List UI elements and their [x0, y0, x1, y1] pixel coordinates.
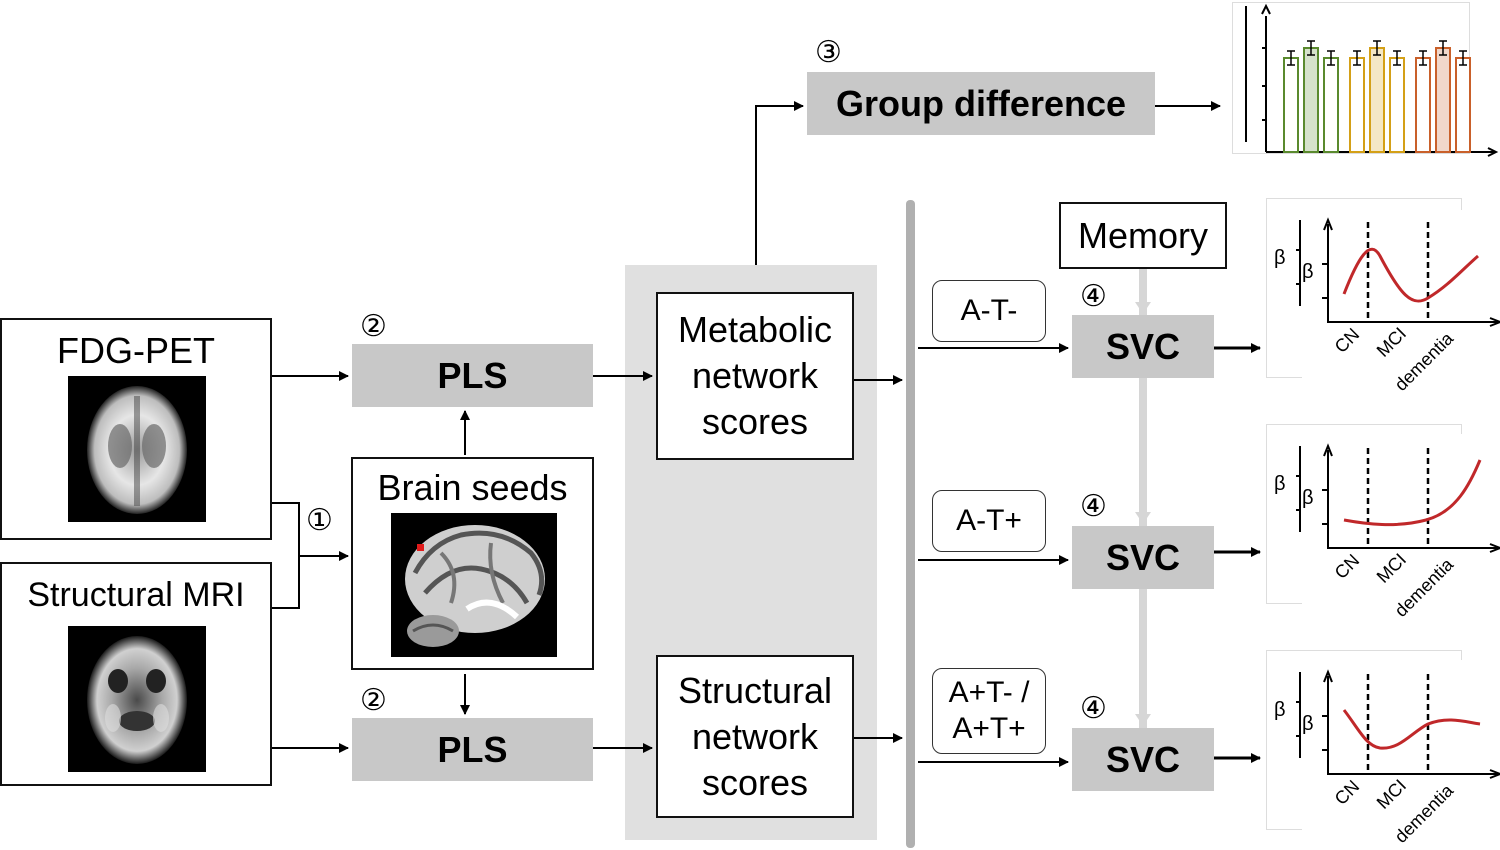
pet-brain-image: [68, 376, 206, 522]
front-axes: [1327, 450, 1498, 549]
seed-marker: [417, 544, 424, 551]
pls-top-box: PLS: [352, 344, 593, 407]
pls-top-label: PLS: [437, 354, 508, 396]
error-bar-icon-mark: [1307, 40, 1315, 56]
mci-tick-label: MCI: [1373, 775, 1410, 812]
bar-icon-mark: [1415, 57, 1431, 153]
beta-label: β: [1302, 487, 1314, 509]
step-2-top: ②: [360, 309, 387, 344]
pls-bottom-box: PLS: [352, 718, 593, 781]
step-4-c: ④: [1080, 691, 1107, 726]
cn-tick-label: CN: [1331, 776, 1364, 809]
structural-line-2: network: [691, 715, 819, 757]
divider-bar: [906, 200, 915, 848]
structural-line-1: Structural: [677, 669, 833, 711]
metabolic-network-scores-box: Metabolic network scores: [656, 292, 854, 460]
memory-connector: [1139, 268, 1147, 728]
group-label-a-t-plus: A-T+: [932, 490, 1046, 552]
structural-line-3: scores: [701, 761, 809, 803]
curve-plot-3-card: [1302, 660, 1500, 850]
bar-icon-mark: [1303, 47, 1319, 153]
front-axes: [1327, 224, 1498, 323]
group-a-plus-line-2: A+T+: [952, 712, 1026, 745]
structural-mri-label: Structural MRI: [27, 575, 245, 614]
error-bar-icon-mark: [1373, 40, 1381, 56]
error-bar-icon-mark: [1393, 50, 1401, 66]
bar-icon-mark: [1389, 57, 1405, 153]
curve-plot-1-card: [1302, 210, 1500, 400]
group-a-t-minus-text: A-T-: [960, 294, 1018, 327]
group-difference-bar-chart: [1245, 3, 1499, 157]
step-2-bottom: ②: [360, 683, 387, 718]
trajectory-curve: [1343, 459, 1482, 527]
svc-label-2: SVC: [1105, 536, 1181, 578]
error-bar-icon-mark: [1439, 40, 1447, 56]
group-label-a-t-minus: A-T-: [932, 280, 1046, 342]
step-4-b: ④: [1080, 489, 1107, 524]
group-label-a-plus: A+T- / A+T+: [932, 668, 1046, 754]
trajectory-curve: [1342, 709, 1481, 750]
memory-box: Memory: [1059, 202, 1227, 269]
error-bar-icon-mark: [1287, 50, 1295, 66]
metabolic-line-3: scores: [701, 401, 809, 442]
bar-icon-mark: [1369, 47, 1385, 153]
bar-icon-mark: [1435, 47, 1451, 153]
beta-label-back: β: [1274, 473, 1286, 495]
cn-tick-label: CN: [1331, 324, 1364, 357]
front-axes: [1327, 676, 1498, 775]
mci-tick-label: MCI: [1373, 549, 1410, 586]
pls-bottom-label: PLS: [437, 728, 508, 770]
cn-tick-label: CN: [1331, 550, 1364, 583]
brain-seeds-box: Brain seeds: [351, 457, 594, 670]
mri-brain-image: [68, 626, 206, 772]
group-difference-label: Group difference: [835, 82, 1127, 124]
step-3: ③: [815, 35, 842, 70]
error-bar-icon-mark: [1327, 50, 1335, 66]
svc-box-1: SVC: [1072, 315, 1214, 378]
svc-label-3: SVC: [1105, 738, 1181, 780]
memory-label: Memory: [1077, 214, 1208, 256]
group-a-plus-line-1: A+T- /: [948, 676, 1030, 709]
step-4-a: ④: [1080, 279, 1107, 314]
input-bracket: [272, 502, 300, 609]
group-difference-box: Group difference: [807, 72, 1155, 135]
error-bar-icon-mark: [1459, 50, 1467, 66]
arrow-to-group-difference: [755, 101, 804, 265]
svc-box-3: SVC: [1072, 728, 1214, 791]
metabolic-line-2: network: [691, 355, 819, 396]
beta-label: β: [1302, 261, 1314, 283]
bar-icon-mark: [1455, 57, 1471, 153]
svc-box-2: SVC: [1072, 526, 1214, 589]
bar-icon-mark: [1323, 57, 1339, 153]
structural-mri-box: Structural MRI: [0, 562, 272, 786]
fdg-pet-box: FDG-PET: [0, 318, 272, 540]
fdg-pet-label: FDG-PET: [57, 330, 215, 371]
structural-network-scores-box: Structural network scores: [656, 655, 854, 818]
beta-label-back: β: [1274, 699, 1286, 721]
metabolic-line-1: Metabolic: [677, 309, 833, 350]
error-bar-icon-mark: [1419, 50, 1427, 66]
svc-label-1: SVC: [1105, 325, 1181, 367]
beta-label: β: [1302, 713, 1314, 735]
error-bar-icon-mark: [1353, 50, 1361, 66]
step-1: ①: [306, 503, 333, 538]
bar-group: [1283, 40, 1471, 153]
beta-label-back: β: [1274, 247, 1286, 269]
curve-plot-2-card: [1302, 434, 1500, 624]
bar-icon-mark: [1349, 57, 1365, 153]
bar-icon-mark: [1283, 57, 1299, 153]
mci-tick-label: MCI: [1373, 323, 1410, 360]
brain-seeds-label: Brain seeds: [377, 467, 568, 508]
trajectory-curve: [1342, 247, 1479, 303]
group-a-t-plus-text: A-T+: [956, 504, 1022, 537]
sagittal-brain-image: [391, 513, 557, 657]
